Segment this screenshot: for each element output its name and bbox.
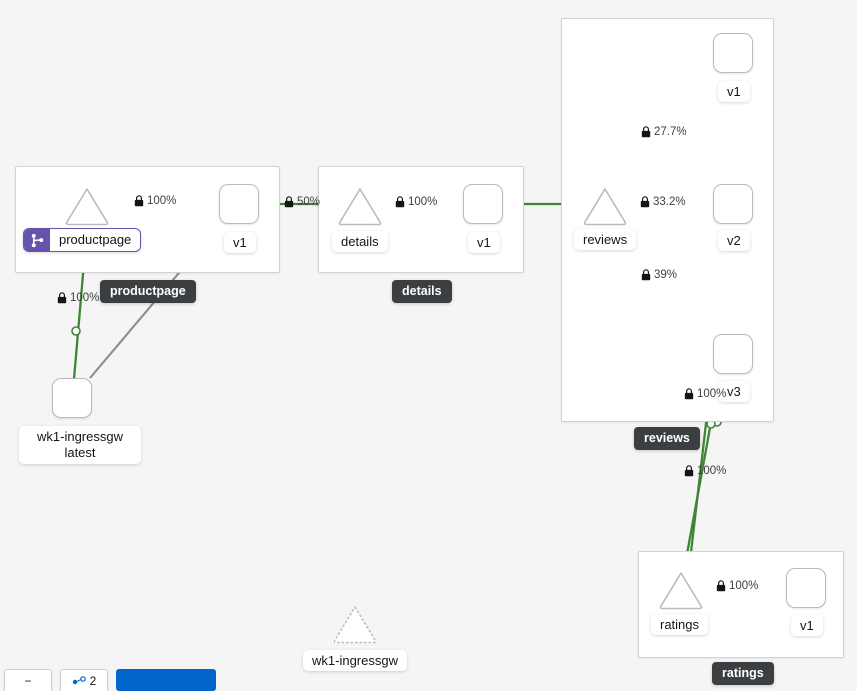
lock-icon	[395, 196, 405, 208]
triangle-dashed-icon	[333, 606, 377, 644]
node-ratings-service[interactable]	[658, 570, 704, 610]
lock-icon	[641, 269, 651, 281]
virtual-service-icon	[24, 229, 50, 251]
triangle-icon	[65, 188, 109, 226]
edge-label-text: 100%	[729, 580, 759, 592]
lock-icon	[640, 196, 650, 208]
triangle-icon	[583, 188, 627, 226]
node-reviews-v3[interactable]	[713, 334, 753, 374]
node-label-productpage-v1: v1	[224, 232, 256, 253]
node-label-line1: wk1-ingressgw	[37, 429, 123, 444]
node-label-ratings-v1: v1	[791, 615, 823, 636]
edge-label-text: 100%	[697, 465, 727, 477]
lock-icon	[684, 388, 694, 400]
node-label-line2: latest	[64, 445, 96, 460]
node-productpage-service[interactable]	[64, 186, 110, 226]
node-reviews-service[interactable]	[582, 186, 628, 226]
triangle-icon	[338, 188, 382, 226]
node-reviews-v1[interactable]	[713, 33, 753, 73]
zoom-out-button[interactable]: −	[4, 669, 52, 691]
group-badge-details[interactable]: details	[392, 280, 452, 303]
lock-icon	[716, 580, 726, 592]
lock-icon	[134, 195, 144, 207]
lock-icon	[641, 126, 651, 138]
graph-toolbar[interactable]: − 2	[0, 669, 216, 691]
node-label-wk1-ingressgw-workload: wk1-ingressgw latest	[19, 426, 141, 464]
node-label-productpage-service[interactable]: productpage	[23, 228, 142, 252]
edge-label-reviews-to-v2: 33.2%	[640, 196, 686, 208]
edge-label-reviews-v2-to-ratings: 100%	[684, 465, 726, 477]
node-details-v1[interactable]	[463, 184, 503, 224]
group-badge-productpage[interactable]: productpage	[100, 280, 196, 303]
edge-label-text: 100%	[70, 292, 100, 304]
lock-icon	[684, 465, 694, 477]
legend-count: 2	[89, 674, 97, 688]
edge-label-text: 100%	[697, 388, 727, 400]
edge-label-reviews-to-v1: 27.7%	[641, 126, 687, 138]
node-label-ratings-service: ratings	[651, 614, 709, 635]
graph-legend-icon	[72, 676, 86, 685]
edge-label-productpage-to-v1: 100%	[134, 195, 176, 207]
node-label-details-service: details	[332, 231, 388, 252]
node-label-reviews-v3: v3	[718, 381, 750, 402]
node-label-wk1-ingressgw-service: wk1-ingressgw	[303, 650, 407, 671]
triangle-icon	[659, 572, 703, 610]
lock-icon	[57, 292, 67, 304]
node-wk1-ingressgw-service[interactable]	[332, 604, 378, 644]
edge-label-reviews-v3-to-ratings: 100%	[684, 388, 726, 400]
edge-label-ratings-to-v1: 100%	[716, 580, 758, 592]
edge-label-gw-to-productpage: 100%	[57, 292, 99, 304]
node-label-reviews-v1: v1	[718, 81, 750, 102]
edge-label-reviews-to-v3: 39%	[641, 269, 677, 281]
edge-label-text: 39%	[654, 269, 678, 281]
edge-label-text: 27.7%	[654, 126, 687, 138]
edge-label-text: 33.2%	[653, 196, 686, 208]
edge-label-text: 100%	[408, 196, 438, 208]
node-label-reviews-v2: v2	[718, 230, 750, 251]
primary-action-button[interactable]	[116, 669, 216, 691]
node-ratings-v1[interactable]	[786, 568, 826, 608]
node-details-service[interactable]	[337, 186, 383, 226]
edge-label-productpage-v1-to-details: 50%	[284, 196, 320, 208]
node-label-details-v1: v1	[468, 232, 500, 253]
node-productpage-v1[interactable]	[219, 184, 259, 224]
edge-label-details-to-v1: 100%	[395, 196, 437, 208]
node-reviews-v2[interactable]	[713, 184, 753, 224]
node-label-reviews-service: reviews	[574, 229, 637, 250]
node-wk1-ingressgw-workload[interactable]	[52, 378, 92, 418]
edge-label-text: 50%	[297, 196, 321, 208]
node-label-text: productpage	[59, 232, 132, 247]
lock-icon	[284, 196, 294, 208]
group-badge-reviews[interactable]: reviews	[634, 427, 700, 450]
edge-label-text: 100%	[147, 195, 177, 207]
group-badge-ratings[interactable]: ratings	[712, 662, 774, 685]
zoom-out-icon: −	[24, 674, 32, 688]
legend-button[interactable]: 2	[60, 669, 108, 691]
